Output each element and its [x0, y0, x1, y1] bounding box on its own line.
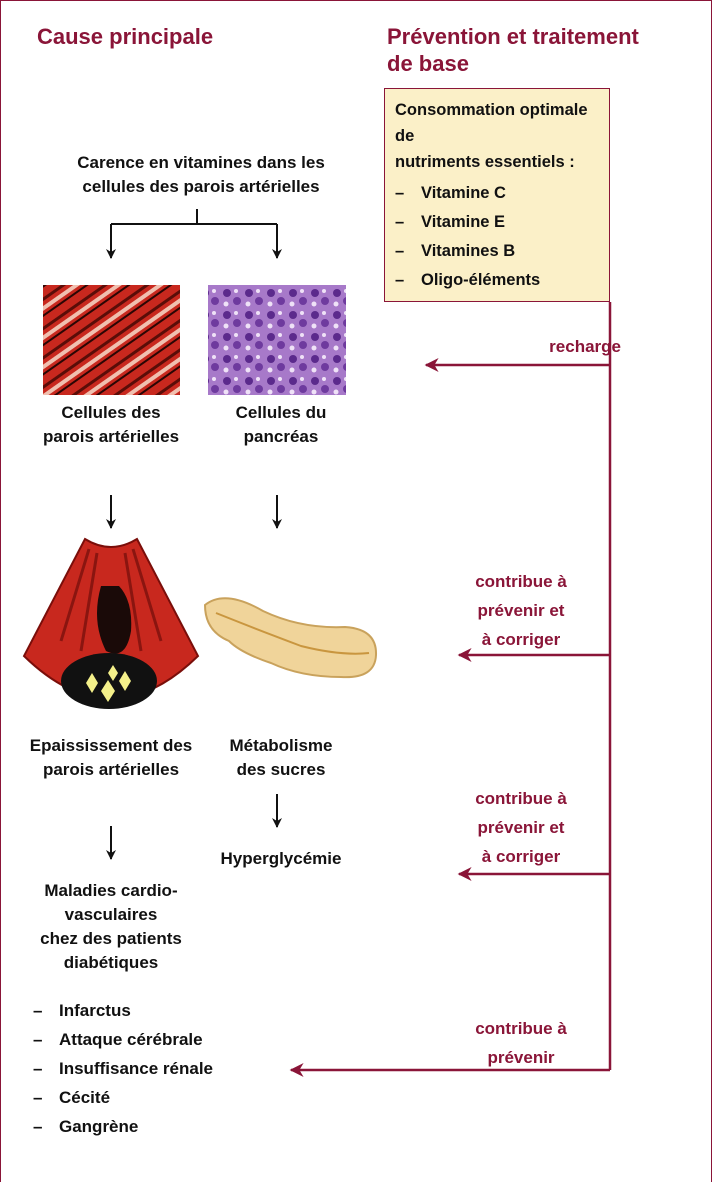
pancreas-cells-image — [208, 285, 346, 395]
thickened-artery-illustration — [24, 539, 198, 709]
arterial-cells-image — [43, 285, 180, 395]
pancreas-illustration — [205, 598, 376, 677]
